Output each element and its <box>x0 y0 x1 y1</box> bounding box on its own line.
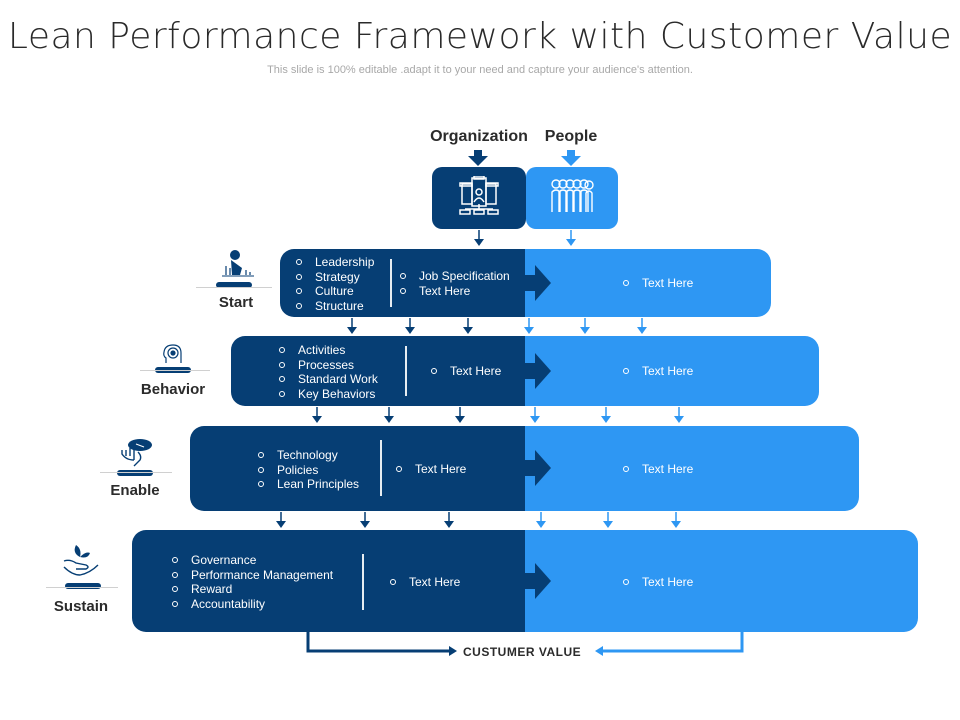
tier-name: Behavior <box>140 381 206 398</box>
hand-plant-icon <box>60 543 100 579</box>
divider <box>380 440 382 496</box>
start-middle-list: Job Specification Text Here <box>400 269 510 298</box>
organization-header: Organization <box>430 128 528 145</box>
left-connector-line <box>306 632 450 653</box>
list-item: Culture <box>296 284 374 299</box>
list-item: Leadership <box>296 255 374 270</box>
list-item: Text Here <box>400 284 510 299</box>
tier-name: Start <box>218 294 254 311</box>
people-group-icon <box>550 178 594 219</box>
list-item: Activities <box>279 343 378 358</box>
organization-box <box>432 167 526 229</box>
right-connector-arrowhead <box>595 646 603 656</box>
tier-enable-organization: Technology Policies Lean Principles Text… <box>190 426 525 511</box>
slide-subtitle: This slide is 100% editable .adapt it to… <box>267 64 693 76</box>
start-left-list: Leadership Strategy Culture Structure <box>296 255 374 313</box>
tier-label-enable: Enable <box>102 438 168 500</box>
list-item: Structure <box>296 299 374 314</box>
list-item: Text Here <box>623 276 693 291</box>
list-item: Text Here <box>431 364 501 379</box>
list-item: Text Here <box>623 575 693 590</box>
tier-name: Sustain <box>53 598 109 615</box>
tier-start-organization: Leadership Strategy Culture Structure Jo… <box>280 249 525 317</box>
people-down-arrow <box>561 150 581 166</box>
customer-value-label: CUSTUMER VALUE <box>463 645 582 659</box>
list-item: Key Behaviors <box>279 387 378 402</box>
tier-behavior-organization: Activities Processes Standard Work Key B… <box>231 336 525 406</box>
connector-arrow <box>566 230 576 246</box>
behavior-right-list: Text Here <box>623 364 693 379</box>
list-item: Standard Work <box>279 372 378 387</box>
label-divider <box>100 472 172 473</box>
list-item: Accountability <box>172 597 333 612</box>
label-bar <box>117 470 153 476</box>
flow-chevron-icon <box>525 265 551 301</box>
list-item: Lean Principles <box>258 477 359 492</box>
list-item: Performance Management <box>172 568 333 583</box>
tier-behavior-people: Text Here <box>525 336 819 406</box>
list-item: Text Here <box>396 462 466 477</box>
sustain-middle-list: Text Here <box>390 575 460 590</box>
label-divider <box>196 287 272 288</box>
flow-chevron-icon <box>525 353 551 389</box>
slide-title: Lean Performance Framework with Customer… <box>7 16 953 57</box>
tier-sustain-people: Text Here <box>525 530 918 632</box>
divider <box>405 346 407 396</box>
divider <box>362 554 364 610</box>
divider <box>390 259 392 307</box>
left-connector-arrowhead <box>449 646 457 656</box>
label-divider <box>140 370 210 371</box>
flow-chevron-icon <box>525 563 551 599</box>
flow-chevron-icon <box>525 450 551 486</box>
hand-pointer-icon <box>116 438 154 468</box>
connector-arrow <box>474 230 484 246</box>
organization-down-arrow <box>468 150 488 166</box>
right-connector-line <box>602 632 744 653</box>
tier-label-sustain: Sustain <box>48 543 114 617</box>
label-bar <box>216 282 252 288</box>
list-item: Policies <box>258 463 359 478</box>
tier-label-start: Start <box>208 248 268 316</box>
people-box <box>526 167 618 229</box>
list-item: Text Here <box>390 575 460 590</box>
enable-middle-list: Text Here <box>396 462 466 477</box>
tier-enable-people: Text Here <box>525 426 859 511</box>
list-item: Strategy <box>296 270 374 285</box>
behavior-middle-list: Text Here <box>431 364 501 379</box>
head-gear-icon <box>161 343 185 365</box>
people-header: People <box>544 128 598 145</box>
sustain-left-list: Governance Performance Management Reward… <box>172 553 333 611</box>
enable-right-list: Text Here <box>623 462 693 477</box>
list-item: Reward <box>172 582 333 597</box>
label-bar <box>65 583 101 589</box>
label-divider <box>46 587 118 588</box>
behavior-left-list: Activities Processes Standard Work Key B… <box>279 343 378 401</box>
list-item: Technology <box>258 448 359 463</box>
tier-name: Enable <box>110 482 160 499</box>
person-kneeling-icon <box>218 248 258 278</box>
list-item: Text Here <box>623 364 693 379</box>
organization-icon <box>457 174 501 221</box>
sustain-right-list: Text Here <box>623 575 693 590</box>
tier-start-people: Text Here <box>525 249 771 317</box>
start-right-list: Text Here <box>623 276 693 291</box>
list-item: Job Specification <box>400 269 510 284</box>
tier-sustain-organization: Governance Performance Management Reward… <box>132 530 525 632</box>
enable-left-list: Technology Policies Lean Principles <box>258 448 359 492</box>
list-item: Processes <box>279 358 378 373</box>
list-item: Text Here <box>623 462 693 477</box>
list-item: Governance <box>172 553 333 568</box>
